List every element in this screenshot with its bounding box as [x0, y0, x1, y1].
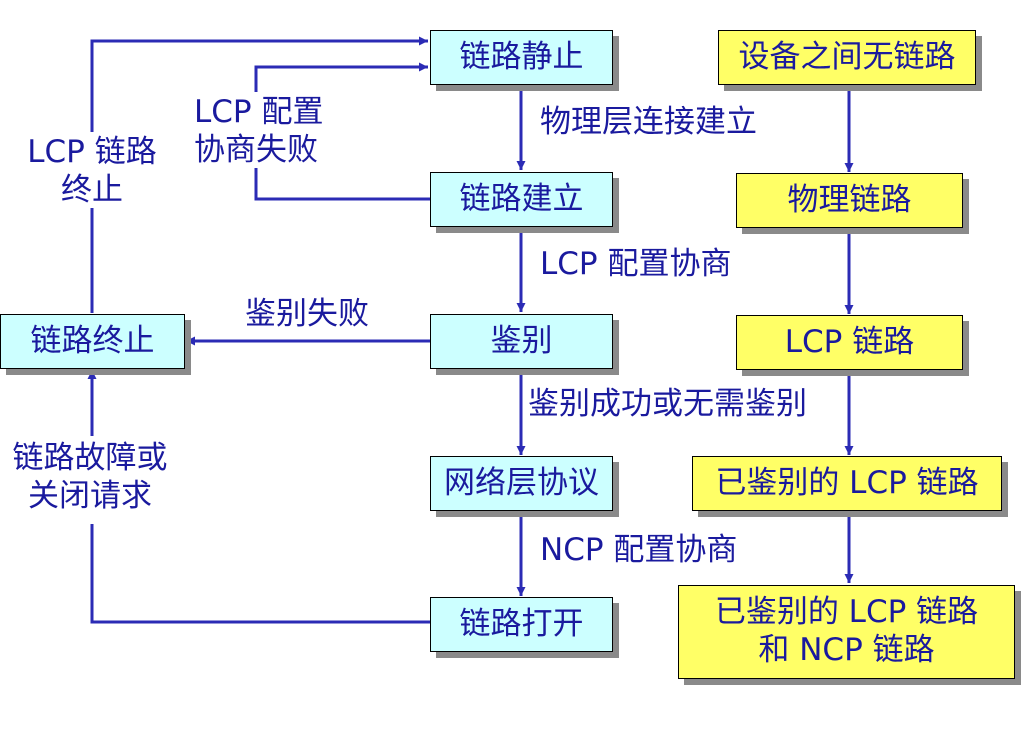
label-lcp-link-terminate-line1: LCP 链路: [27, 134, 157, 170]
label-lcp-config-fail-line2: 协商失败: [194, 131, 318, 168]
state-link-establish-label: 链路建立: [459, 180, 584, 217]
state-link-terminate: 链路终止: [0, 314, 185, 369]
state-network-layer-label: 网络层协议: [444, 464, 599, 501]
arrow-terminate-to-dead: [90, 36, 428, 313]
cond-lcp-link-label: LCP 链路: [784, 323, 915, 360]
cond-physical-link: 物理链路: [736, 173, 963, 228]
state-link-dead-label: 链路静止: [459, 38, 584, 75]
state-link-terminate-label: 链路终止: [30, 322, 155, 359]
state-link-dead: 链路静止: [430, 30, 613, 85]
cond-auth-lcp-link-label: 已鉴别的 LCP 链路: [715, 464, 979, 501]
label-link-failure: 链路故障或 关闭请求: [0, 440, 180, 516]
label-auth-ok: 鉴别成功或无需鉴别: [528, 386, 807, 422]
cond-auth-lcp-ncp-link-line2: 和 NCP 链路: [758, 632, 935, 668]
state-network-layer: 网络层协议: [430, 456, 613, 511]
cond-no-link: 设备之间无链路: [718, 30, 976, 85]
label-link-failure-line2: 关闭请求: [28, 477, 152, 514]
label-ncp-config: NCP 配置协商: [540, 532, 738, 568]
state-authenticate-label: 鉴别: [490, 322, 553, 359]
cond-physical-link-label: 物理链路: [787, 181, 912, 218]
label-lcp-config-fail-line1: LCP 配置: [194, 94, 324, 130]
state-link-open: 链路打开: [430, 597, 613, 652]
state-link-establish: 链路建立: [430, 172, 613, 227]
label-lcp-config-fail: LCP 配置 协商失败: [194, 94, 323, 170]
label-lcp-link-terminate-line2: 终止: [61, 171, 123, 208]
cond-auth-lcp-ncp-link: 已鉴别的 LCP 链路 和 NCP 链路: [678, 585, 1015, 679]
label-link-failure-line1: 链路故障或: [12, 440, 168, 476]
label-auth-fail: 鉴别失败: [245, 296, 369, 332]
label-lcp-link-terminate: LCP 链路 终止: [17, 134, 167, 210]
cond-lcp-link: LCP 链路: [736, 315, 963, 370]
cond-auth-lcp-ncp-link-line1: 已鉴别的 LCP 链路: [714, 594, 979, 631]
cond-no-link-label: 设备之间无链路: [738, 38, 956, 75]
cond-auth-lcp-link: 已鉴别的 LCP 链路: [692, 456, 1002, 511]
label-physical-up: 物理层连接建立: [540, 104, 757, 140]
state-authenticate: 鉴别: [430, 314, 613, 369]
label-lcp-config: LCP 配置协商: [540, 246, 732, 282]
state-link-open-label: 链路打开: [459, 605, 584, 642]
